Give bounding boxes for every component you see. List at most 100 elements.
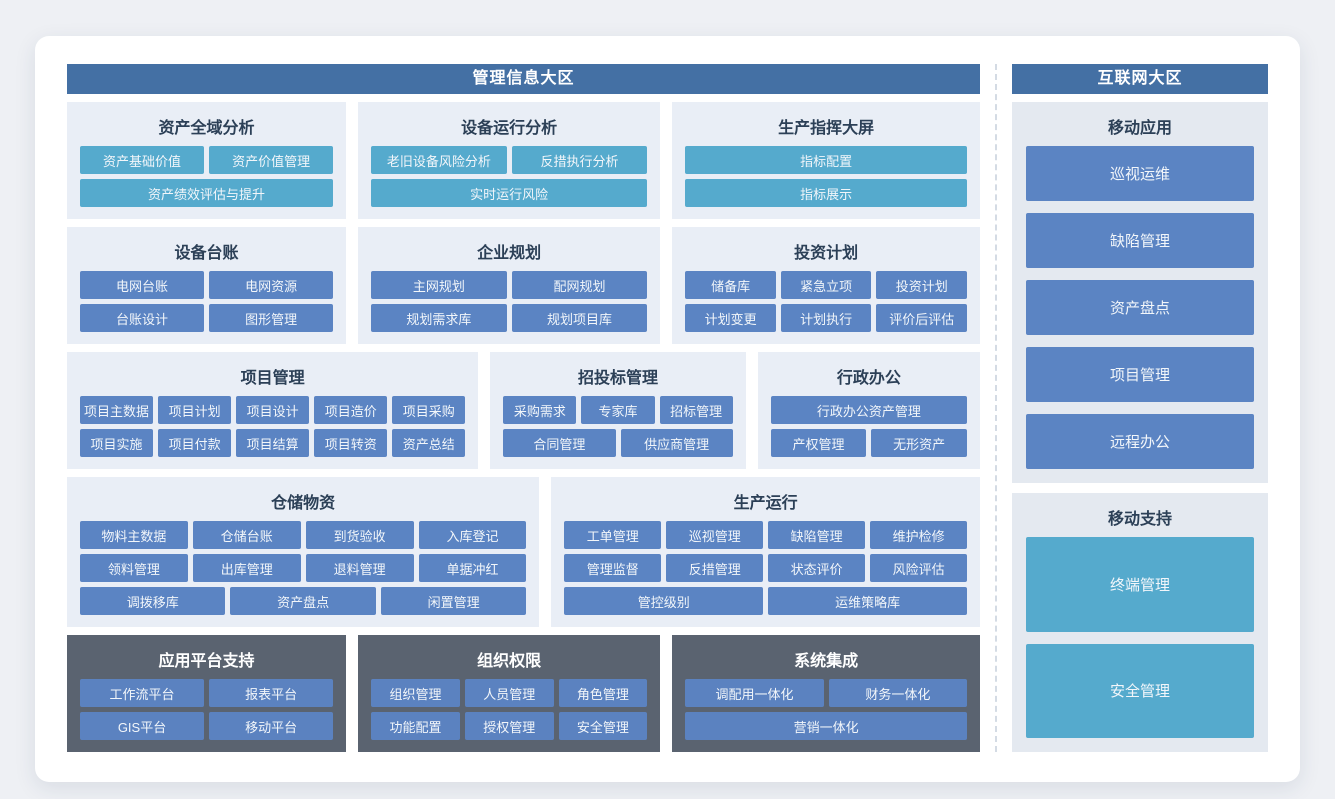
- module-panel-title: 设备运行分析: [461, 120, 558, 137]
- module-button: 人员管理: [464, 679, 554, 707]
- module-button: 规划项目库: [511, 304, 648, 332]
- module-button: 行政办公资产管理: [770, 396, 967, 424]
- module-panel-title: 行政办公: [836, 370, 901, 387]
- module-button: 安全管理: [558, 712, 648, 740]
- button-row: 行政办公资产管理: [770, 396, 967, 424]
- module-panel-title: 仓储物资: [271, 495, 336, 512]
- module-button: 电网资源: [209, 271, 334, 299]
- zone-divider: [995, 64, 997, 752]
- module-button: GIS平台: [80, 712, 205, 740]
- module-panel: 企业规划主网规划配网规划规划需求库规划项目库: [358, 227, 661, 344]
- app-button: 缺陷管理: [1026, 213, 1254, 268]
- module-button: 计划执行: [780, 304, 872, 332]
- module-button: 投资计划: [876, 271, 968, 299]
- module-button: 移动平台: [209, 712, 334, 740]
- button-row: 组织管理人员管理角色管理: [371, 679, 648, 707]
- button-row: 电网台账电网资源: [80, 271, 334, 299]
- zone-internet-header: 互联网大区: [1012, 64, 1268, 94]
- module-panel: 移动支持终端管理安全管理: [1012, 493, 1268, 752]
- panel-row: 仓储物资物料主数据仓储台账到货验收入库登记领料管理出库管理退料管理单据冲红调拨移…: [67, 477, 980, 627]
- module-button: 调拨移库: [80, 587, 226, 615]
- app-button: 安全管理: [1026, 643, 1254, 738]
- module-button: 资产绩效评估与提升: [80, 179, 334, 207]
- module-button: 专家库: [581, 396, 655, 424]
- button-row: 主网规划配网规划: [371, 271, 648, 299]
- button-row: 营销一体化: [685, 712, 967, 740]
- module-panel-title: 资产全域分析: [158, 120, 255, 137]
- button-row: 老旧设备风险分析反措执行分析: [371, 146, 648, 174]
- module-button: 资产盘点: [230, 587, 376, 615]
- module-button: 实时运行风险: [371, 179, 648, 207]
- module-panel: 招投标管理采购需求专家库招标管理合同管理供应商管理: [490, 352, 746, 469]
- module-button: 项目实施: [80, 429, 154, 457]
- module-panel-title: 设备台账: [174, 245, 239, 262]
- module-button: 项目主数据: [80, 396, 154, 424]
- button-row: 规划需求库规划项目库: [371, 304, 648, 332]
- button-row: 调拨移库资产盘点闲置管理: [80, 587, 527, 615]
- module-button: 项目采购: [392, 396, 466, 424]
- module-panel: 生产指挥大屏指标配置指标展示: [672, 102, 980, 219]
- module-button: 工作流平台: [80, 679, 205, 707]
- module-button: 台账设计: [80, 304, 205, 332]
- module-button: 图形管理: [209, 304, 334, 332]
- module-panel-title: 移动应用: [1107, 120, 1172, 137]
- zone-management-header: 管理信息大区: [67, 64, 980, 94]
- module-panel: 设备台账电网台账电网资源台账设计图形管理: [67, 227, 347, 344]
- module-button: 紧急立项: [780, 271, 872, 299]
- module-panel: 系统集成调配用一体化财务一体化营销一体化: [672, 635, 980, 752]
- button-row: 工作流平台报表平台: [80, 679, 334, 707]
- module-button: 巡视管理: [666, 521, 764, 549]
- button-row: 实时运行风险: [371, 179, 648, 207]
- module-button: 配网规划: [511, 271, 648, 299]
- module-panel-title: 企业规划: [477, 245, 542, 262]
- module-button: 出库管理: [192, 554, 301, 582]
- button-row: 项目实施项目付款项目结算项目转资资产总结: [80, 429, 466, 457]
- module-button: 报表平台: [209, 679, 334, 707]
- module-panel: 设备运行分析老旧设备风险分析反措执行分析实时运行风险: [358, 102, 661, 219]
- zone-internet-body: 移动应用巡视运维缺陷管理资产盘点项目管理远程办公移动支持终端管理安全管理: [1012, 102, 1268, 752]
- module-button: 退料管理: [305, 554, 414, 582]
- module-button: 组织管理: [371, 679, 460, 707]
- button-row: 调配用一体化财务一体化: [685, 679, 967, 707]
- module-button: 维护检修: [870, 521, 968, 549]
- button-row: 管理监督反措管理状态评价风险评估: [564, 554, 968, 582]
- module-button: 物料主数据: [80, 521, 188, 549]
- module-button: 角色管理: [558, 679, 648, 707]
- module-button: 产权管理: [770, 429, 867, 457]
- button-stack: 巡视运维缺陷管理资产盘点项目管理远程办公: [1026, 146, 1254, 469]
- module-button: 缺陷管理: [768, 521, 866, 549]
- module-button: 指标配置: [685, 146, 967, 174]
- app-button: 项目管理: [1026, 347, 1254, 402]
- app-button: 资产盘点: [1026, 280, 1254, 335]
- module-button: 闲置管理: [380, 587, 527, 615]
- panel-row: 资产全域分析资产基础价值资产价值管理资产绩效评估与提升设备运行分析老旧设备风险分…: [67, 102, 980, 219]
- module-button: 工单管理: [564, 521, 662, 549]
- module-panel: 移动应用巡视运维缺陷管理资产盘点项目管理远程办公: [1012, 102, 1268, 483]
- module-panel-title: 应用平台支持: [158, 653, 255, 670]
- module-button: 项目造价: [314, 396, 388, 424]
- module-panel-title: 移动支持: [1107, 511, 1172, 528]
- button-row: 功能配置授权管理安全管理: [371, 712, 648, 740]
- module-panel-title: 生产指挥大屏: [778, 120, 875, 137]
- module-button: 资产价值管理: [209, 146, 334, 174]
- module-button: 管控级别: [564, 587, 764, 615]
- module-button: 主网规划: [371, 271, 507, 299]
- zone-management: 管理信息大区 资产全域分析资产基础价值资产价值管理资产绩效评估与提升设备运行分析…: [67, 64, 980, 752]
- module-button: 计划变更: [685, 304, 776, 332]
- module-panel-title: 系统集成: [794, 653, 859, 670]
- zones-container: 管理信息大区 资产全域分析资产基础价值资产价值管理资产绩效评估与提升设备运行分析…: [67, 64, 1268, 752]
- module-button: 运维策略库: [768, 587, 967, 615]
- button-row: GIS平台移动平台: [80, 712, 334, 740]
- module-button: 招标管理: [659, 396, 733, 424]
- module-button: 采购需求: [503, 396, 577, 424]
- button-row: 指标展示: [685, 179, 967, 207]
- module-button: 到货验收: [305, 521, 414, 549]
- module-button: 单据冲红: [418, 554, 527, 582]
- panel-row: 项目管理项目主数据项目计划项目设计项目造价项目采购项目实施项目付款项目结算项目转…: [67, 352, 980, 469]
- app-button: 巡视运维: [1026, 146, 1254, 201]
- module-button: 指标展示: [685, 179, 967, 207]
- button-row: 产权管理无形资产: [770, 429, 968, 457]
- panel-row: 设备台账电网台账电网资源台账设计图形管理企业规划主网规划配网规划规划需求库规划项…: [67, 227, 980, 344]
- module-panel: 投资计划储备库紧急立项投资计划计划变更计划执行评价后评估: [672, 227, 980, 344]
